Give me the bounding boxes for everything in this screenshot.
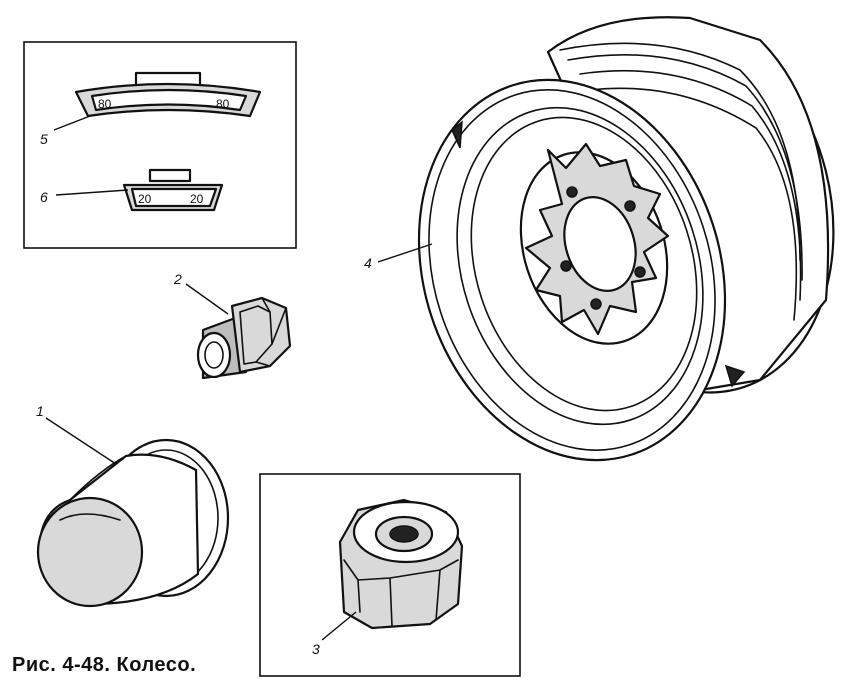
callout-3: 3 — [312, 641, 320, 657]
inset-frame — [23, 41, 297, 249]
callout-6: 6 — [40, 189, 48, 205]
balance-weight-large: 80 80 — [74, 71, 262, 118]
leader-line-6 — [55, 189, 129, 196]
callout-2: 2 — [173, 271, 182, 287]
cap-nut-inset: 3 — [259, 473, 521, 677]
weight-stamp-left-small: 20 — [138, 192, 152, 206]
leader-line-3 — [321, 611, 357, 641]
leader-line-2 — [185, 283, 229, 315]
inset-frame-3 — [259, 473, 521, 677]
hub-cap: 1 — [36, 403, 230, 608]
callout-5: 5 — [40, 131, 48, 147]
wheel-nut: 2 — [173, 271, 292, 380]
balance-weight-small: 20 20 — [122, 168, 224, 212]
leader-line-4 — [377, 243, 433, 263]
wheel-rim: 4 — [364, 16, 835, 462]
leader-line-1 — [45, 417, 117, 465]
callout-4: 4 — [364, 255, 372, 271]
leader-line-5 — [53, 115, 91, 131]
weight-stamp-right: 80 — [216, 97, 230, 111]
balance-weights-inset: 80 80 20 20 5 6 — [23, 41, 297, 249]
weight-stamp-left: 80 — [98, 97, 112, 111]
callout-1: 1 — [36, 403, 44, 419]
figure-caption: Рис. 4-48. Колесо. — [12, 654, 197, 676]
weight-stamp-right-small: 20 — [190, 192, 204, 206]
